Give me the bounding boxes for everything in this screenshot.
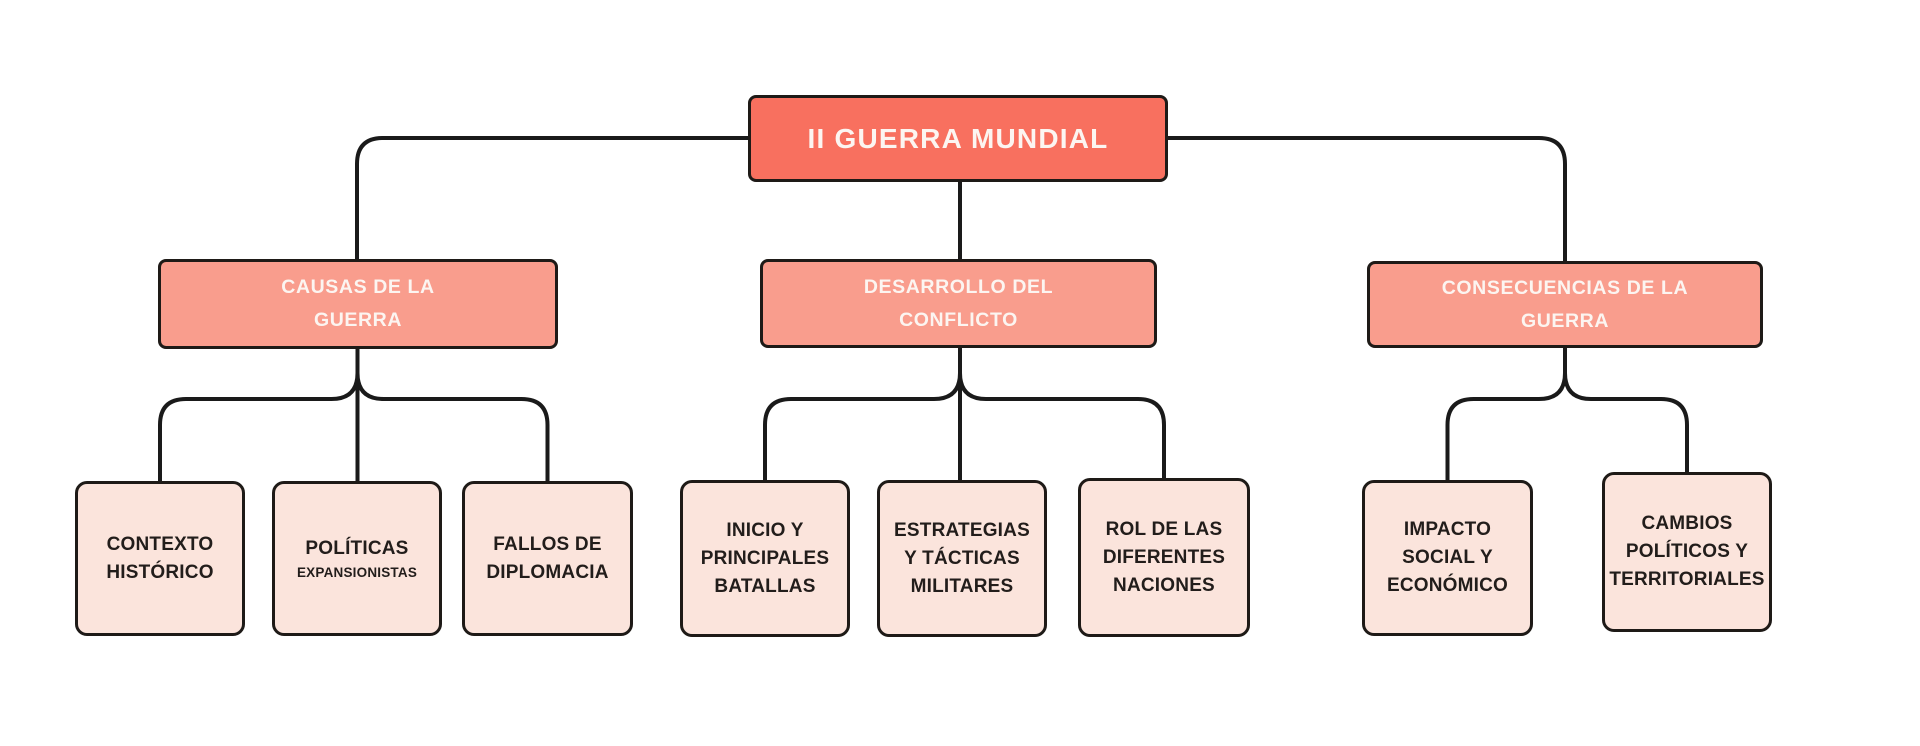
node-label-line: PRINCIPALES bbox=[700, 547, 830, 569]
node-label-line: DIPLOMACIA bbox=[486, 561, 609, 583]
node-label-line: FALLOS DE bbox=[493, 533, 602, 555]
node-impacto-social-economico: IMPACTO SOCIAL Y ECONÓMICO bbox=[1362, 480, 1533, 636]
node-estrategias-tacticas: ESTRATEGIAS Y TÁCTICAS MILITARES bbox=[877, 480, 1047, 637]
connector-root-to-causas bbox=[355, 136, 748, 259]
node-label-line: POLÍTICAS bbox=[305, 537, 409, 559]
node-causas: CAUSAS DE LA GUERRA bbox=[158, 259, 558, 349]
connector-causas-to-contexto bbox=[158, 372, 360, 481]
node-label-line: CAMBIOS bbox=[1641, 513, 1733, 534]
node-label-line: EXPANSIONISTAS bbox=[296, 564, 418, 580]
node-label-line: DIFERENTES bbox=[1102, 546, 1226, 568]
node-label-line: ESTRATEGIAS bbox=[894, 519, 1030, 541]
node-label-line: ROL DE LAS bbox=[1105, 518, 1223, 540]
node-politicas-expansionistas: POLÍTICAS EXPANSIONISTAS bbox=[272, 481, 442, 636]
node-label-line: INICIO Y bbox=[726, 519, 804, 541]
node-inicio-batallas: INICIO Y PRINCIPALES BATALLAS bbox=[680, 480, 850, 637]
node-label-line: CAUSAS DE LA bbox=[281, 276, 435, 298]
node-label-line: DESARROLLO DEL bbox=[863, 275, 1054, 298]
node-rol-naciones: ROL DE LAS DIFERENTES NACIONES bbox=[1078, 478, 1250, 637]
node-label-line: GUERRA bbox=[313, 309, 403, 331]
node-label-line: MILITARES bbox=[910, 575, 1014, 597]
node-label-line: HISTÓRICO bbox=[106, 561, 214, 583]
connector-consecuencias-to-impacto bbox=[1445, 348, 1567, 480]
node-label-line: BATALLAS bbox=[714, 575, 816, 597]
connector-desarrollo-to-inicio bbox=[763, 372, 962, 480]
connector-root-to-consecuencias bbox=[1168, 136, 1567, 261]
node-desarrollo: DESARROLLO DEL CONFLICTO bbox=[760, 259, 1157, 348]
node-label-line: CONSECUENCIAS DE LA bbox=[1441, 276, 1689, 299]
node-label-line: CONFLICTO bbox=[899, 308, 1018, 331]
node-consecuencias: CONSECUENCIAS DE LA GUERRA bbox=[1367, 261, 1763, 348]
node-label-line: IMPACTO bbox=[1403, 519, 1492, 540]
node-label-line: NACIONES bbox=[1113, 574, 1215, 596]
node-cambios-politicos-territoriales: CAMBIOS POLÍTICOS Y TERRITORIALES bbox=[1602, 472, 1772, 632]
node-label-line: CONTEXTO bbox=[106, 533, 214, 555]
node-label-line: SOCIAL Y bbox=[1402, 547, 1493, 568]
node-label-line: ECONÓMICO bbox=[1386, 575, 1509, 596]
node-label-line: Y TÁCTICAS bbox=[904, 547, 1020, 569]
node-root-label: II GUERRA MUNDIAL bbox=[807, 122, 1109, 154]
node-contexto-historico: CONTEXTO HISTÓRICO bbox=[75, 481, 245, 636]
node-label-line: GUERRA bbox=[1520, 309, 1610, 332]
node-label-line: TERRITORIALES bbox=[1609, 569, 1765, 590]
node-fallos-de-diplomacia: FALLOS DE DIPLOMACIA bbox=[462, 481, 633, 636]
connector-desarrollo-to-rol bbox=[958, 372, 1166, 478]
node-root: II GUERRA MUNDIAL bbox=[748, 95, 1168, 182]
connector-consecuencias-to-cambios bbox=[1563, 348, 1689, 472]
connector-causas-to-fallos bbox=[355, 372, 550, 481]
node-label-line: POLÍTICOS Y bbox=[1625, 541, 1749, 562]
